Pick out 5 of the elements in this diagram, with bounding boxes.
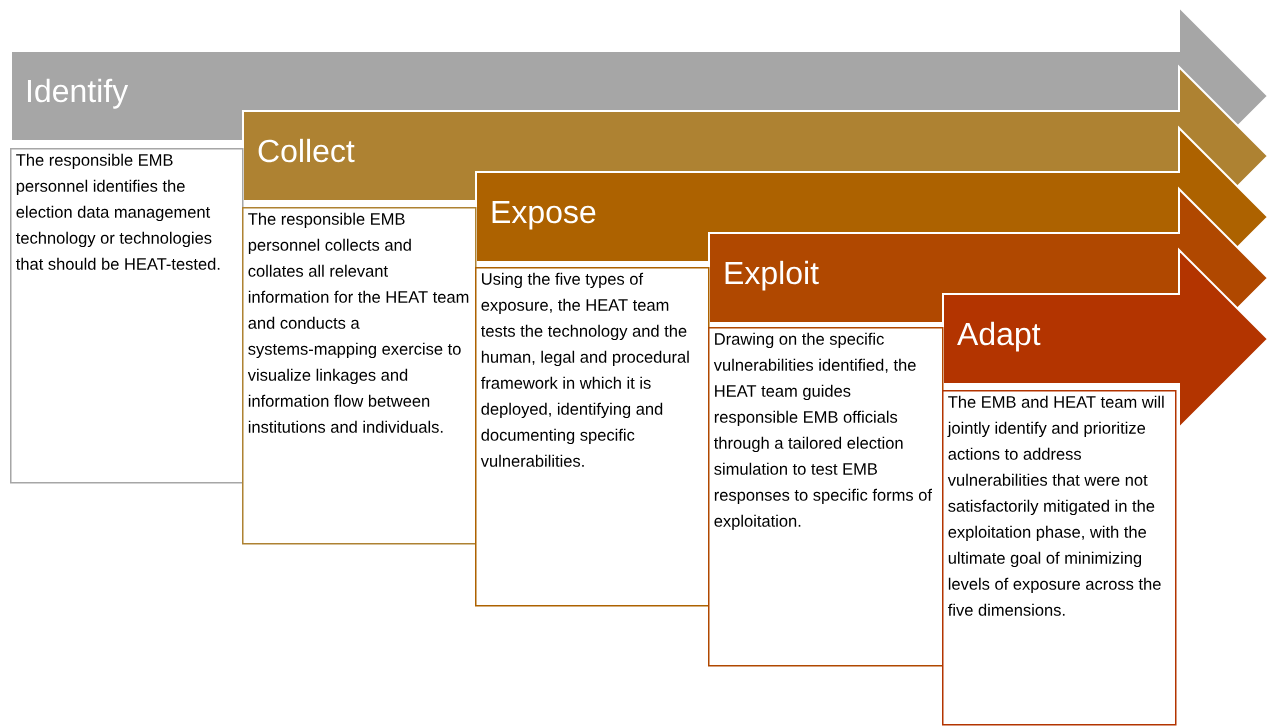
description-box: Drawing on the specific vulnerabilities identified, the HEAT team guides responsible EMB officials through a tailored election simulation to test EMB responses to specific forms of exploitation. — [708, 327, 944, 667]
description-box: The responsible EMB personnel collects and collates all relevant information for the HEAT team and conducts a systems-mapping exercise to visualize linkages and information flow between institutions and individuals. — [242, 207, 477, 545]
description-box: The EMB and HEAT team will jointly identify and prioritize actions to address vulnerabilities that were not satisfactorily mitigated in the exploitation phase, with the ultimate goal of minimizing levels of exposure across the five dimensions. — [942, 390, 1177, 726]
description-box: Using the five types of exposure, the HEAT team tests the technology and the human, legal and procedural framework in which it is deployed, identifying and documenting specific vulnerabilities. — [475, 267, 710, 607]
description-box: The responsible EMB personnel identifies the election data management technology or technologies that should be HEAT-tested. — [10, 148, 244, 484]
